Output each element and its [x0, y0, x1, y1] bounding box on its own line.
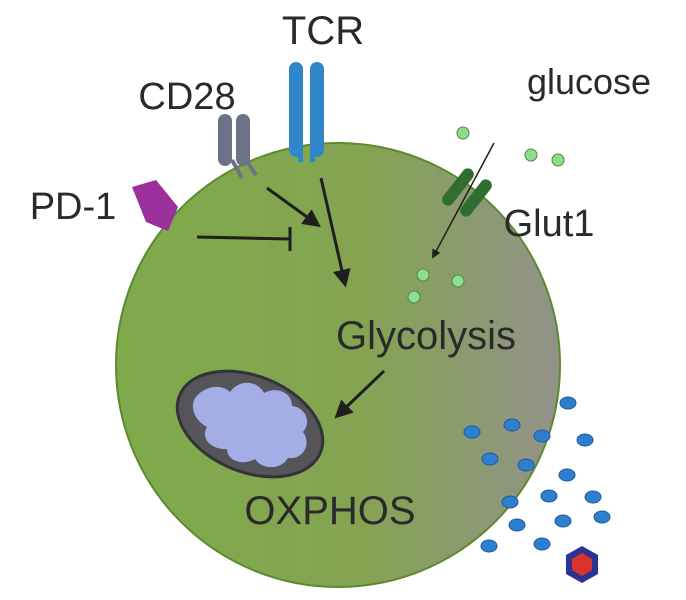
pd1-inhibition-line — [196, 227, 292, 251]
pd1-label: PD-1 — [30, 186, 117, 228]
cell-body — [115, 142, 561, 588]
glucose-molecules — [407, 126, 565, 304]
glucose-dot — [524, 148, 538, 162]
blue-dot — [480, 539, 498, 553]
cd28-label: CD28 — [138, 76, 235, 118]
glucose-label: glucose — [527, 61, 651, 102]
tcr-to-glycolysis-arrow — [319, 177, 351, 288]
cd28-to-glycolysis-arrow — [266, 186, 321, 228]
glucose-dot — [551, 153, 565, 167]
blue-dot — [508, 518, 526, 532]
blue-dot — [533, 537, 551, 551]
glut1-transporter-icon — [442, 168, 492, 217]
blue-dot — [558, 468, 576, 482]
glycolysis-label: Glycolysis — [336, 314, 516, 358]
blue-dots — [463, 396, 611, 553]
glucose-uptake-arrow — [432, 142, 495, 259]
tcr-label: TCR — [282, 9, 364, 53]
mitochondrion-icon — [175, 369, 325, 479]
blue-dot — [533, 429, 551, 443]
blue-dot — [593, 510, 611, 524]
glucose-dot — [451, 274, 465, 288]
pd1-receptor-icon — [132, 180, 178, 231]
blue-dot — [540, 489, 558, 503]
cd28-receptor-icon — [218, 114, 258, 179]
blue-dot — [576, 433, 594, 447]
glucose-dot — [407, 290, 421, 304]
hexagon-icon — [566, 546, 598, 583]
blue-dot — [481, 452, 499, 466]
blue-dot — [517, 458, 535, 472]
blue-dot — [554, 514, 572, 528]
tcr-receptor-icon — [289, 62, 324, 162]
glycolysis-to-oxphos-arrow — [334, 369, 386, 419]
blue-dot — [584, 490, 602, 504]
glucose-dot — [416, 268, 430, 282]
oxphos-label: OXPHOS — [244, 489, 415, 533]
blue-dot — [559, 396, 577, 410]
signaling-arrows — [266, 142, 495, 419]
blue-dot — [463, 425, 481, 439]
blue-dot — [503, 418, 521, 432]
glucose-dot — [456, 126, 470, 140]
glut1-label: Glut1 — [504, 203, 595, 245]
blue-dot — [501, 495, 519, 509]
